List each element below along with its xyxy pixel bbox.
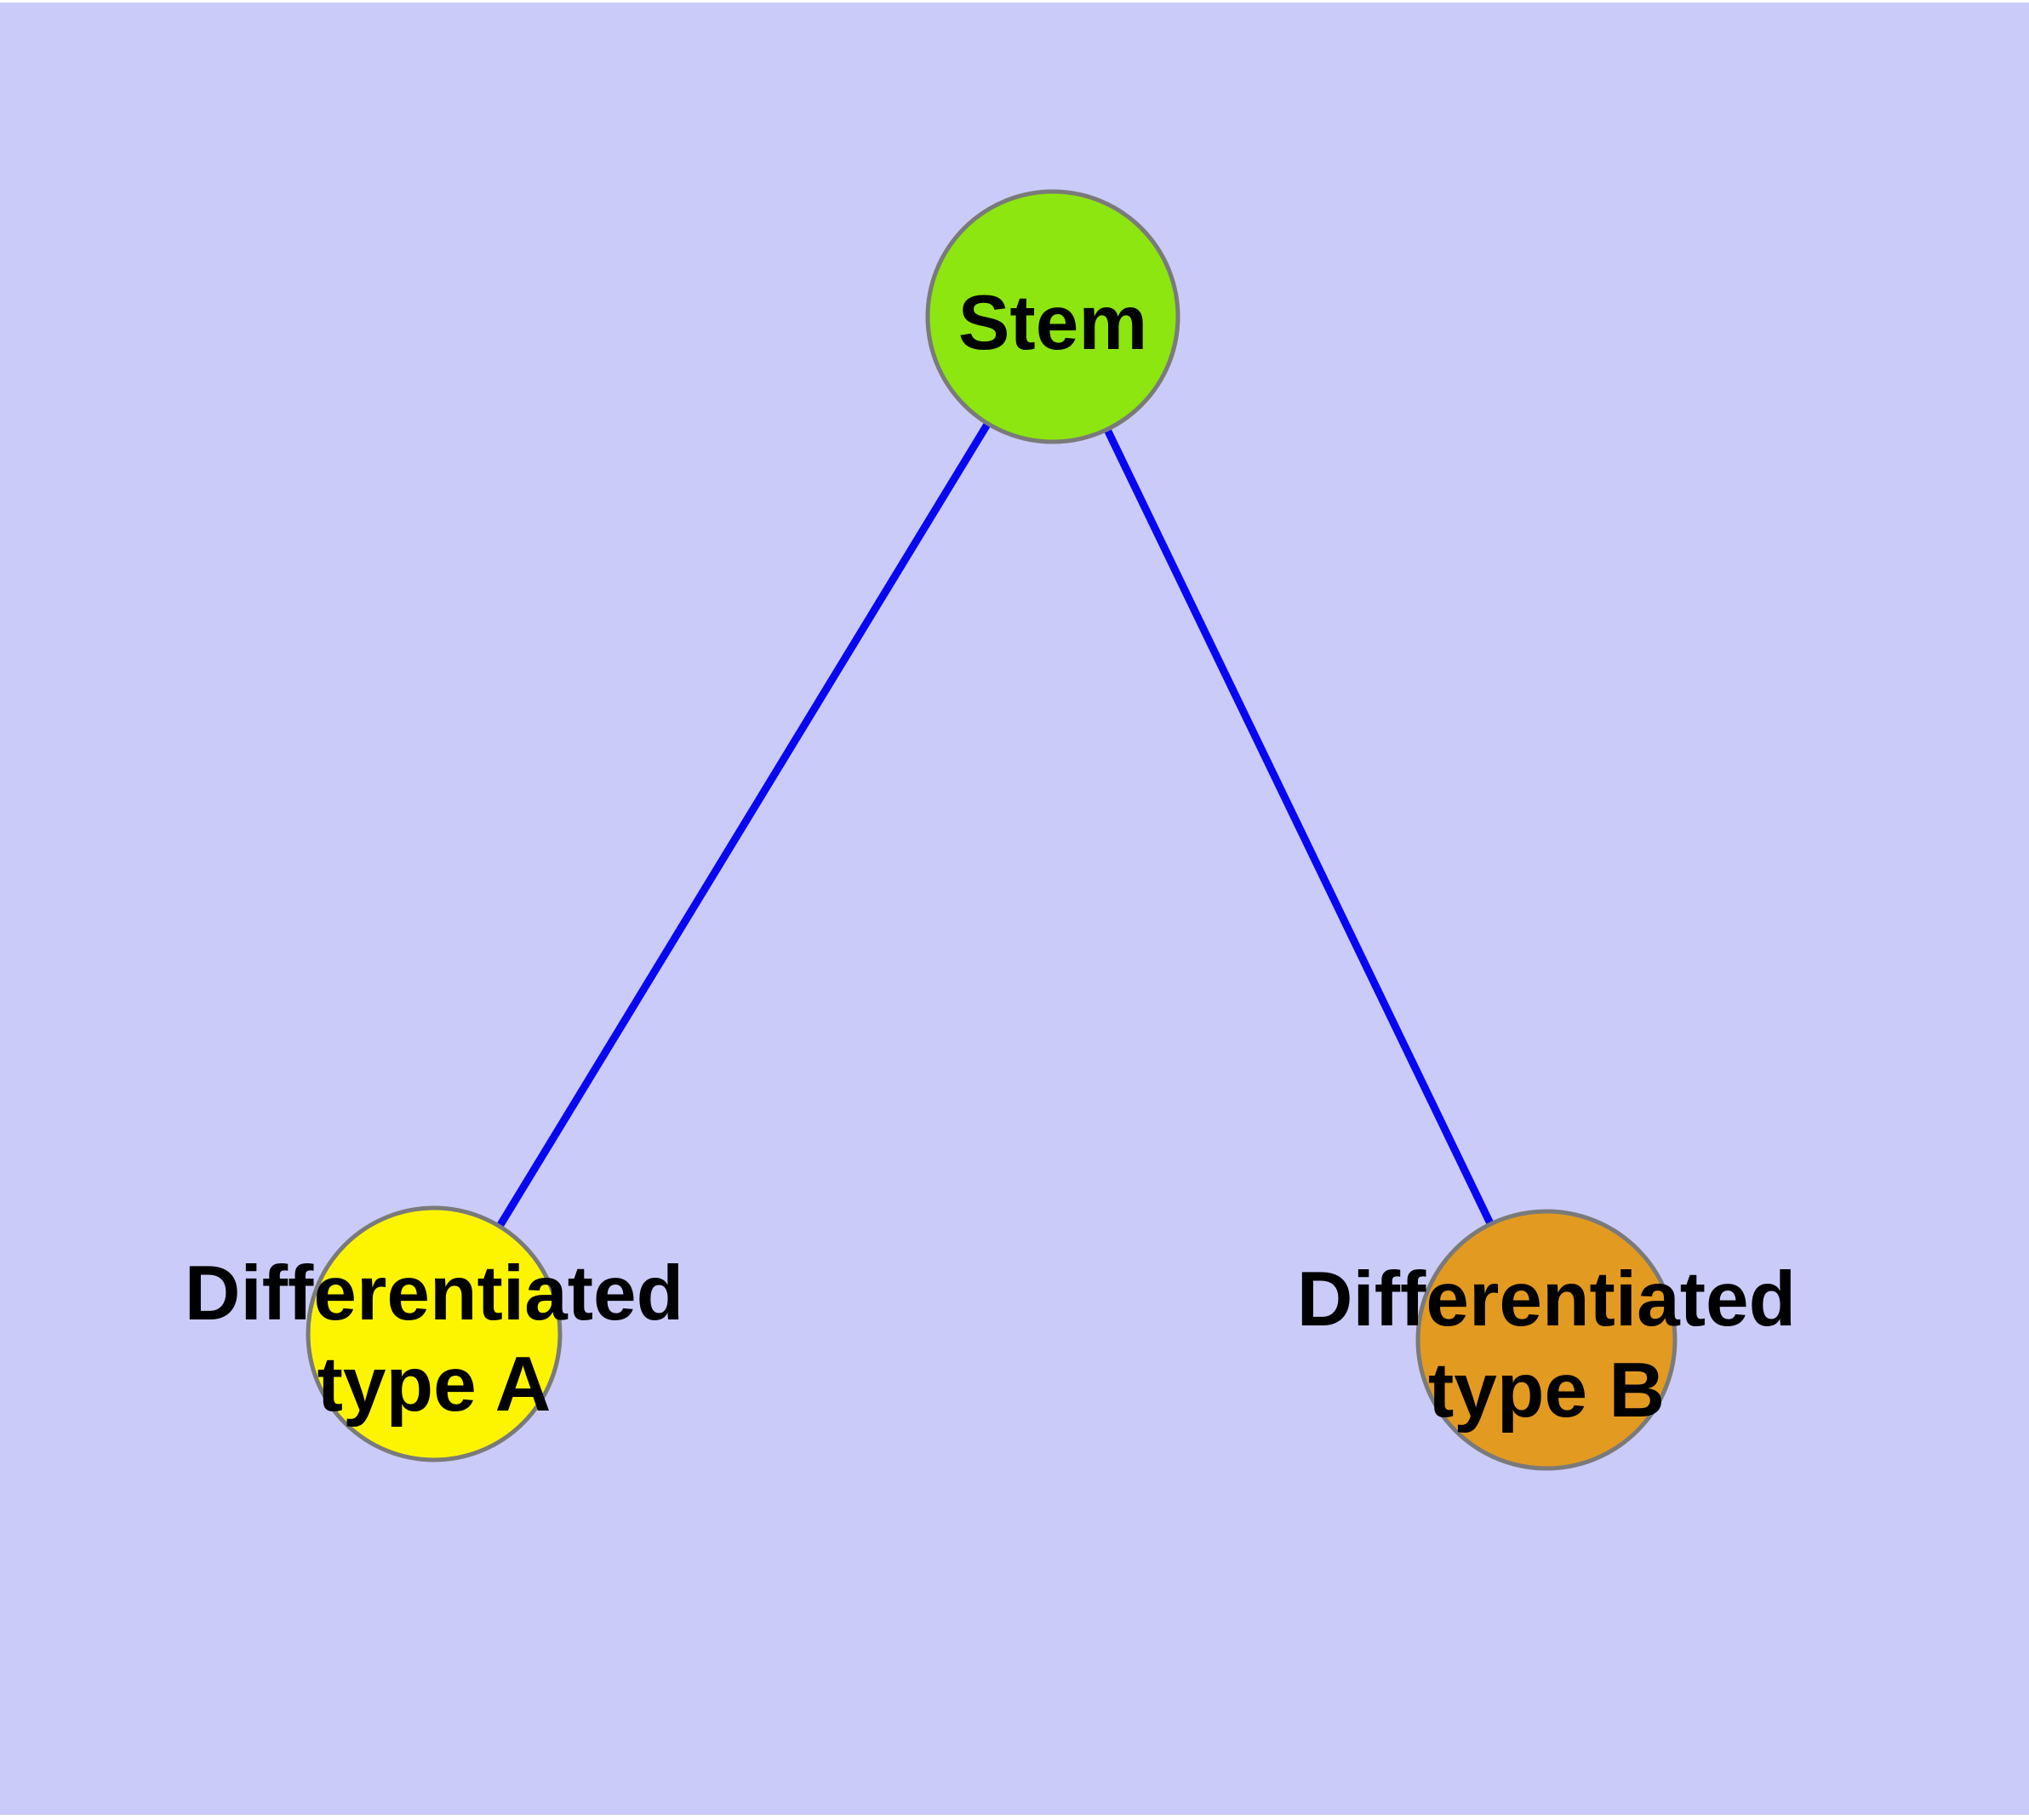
node-label-stem: Stem bbox=[958, 280, 1148, 366]
graph-node-stem bbox=[925, 189, 1180, 444]
graph-node-differentiated-type-b bbox=[1415, 1209, 1677, 1471]
graph-edge-stem-to-differentiated-type-b bbox=[1049, 315, 1551, 1342]
graph-edge-stem-to-differentiated-type-a bbox=[431, 314, 1056, 1336]
graph-node-differentiated-type-a bbox=[306, 1205, 563, 1462]
